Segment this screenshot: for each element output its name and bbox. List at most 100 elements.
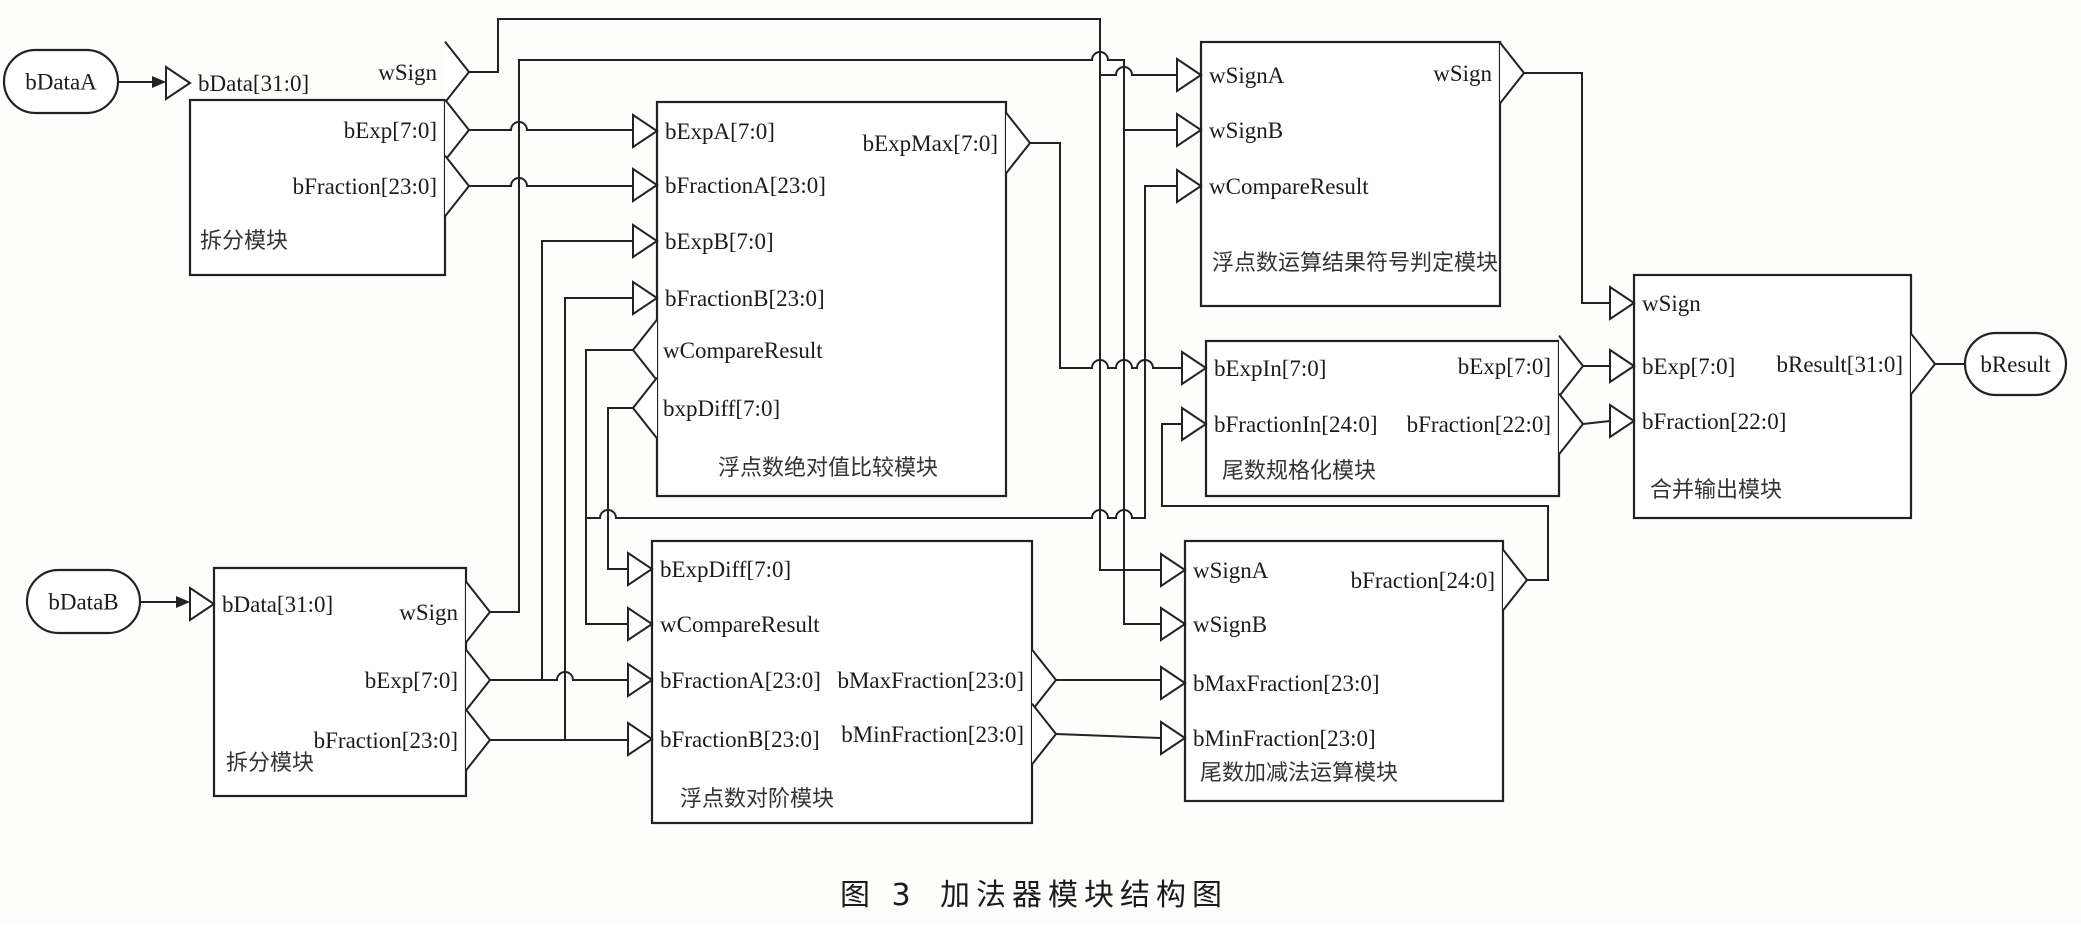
wire-4 [490, 51, 1161, 625]
module-box [655, 100, 1008, 498]
input-port-label: bExp[7:0] [1642, 354, 1735, 379]
output-port-label: bExp[7:0] [344, 118, 437, 143]
output-port-label: bFraction[22:0] [1407, 412, 1551, 437]
output-port-label: bFraction[24:0] [1351, 568, 1495, 593]
input-port-label: bFractionA[23:0] [665, 173, 826, 198]
input-port-icon [1160, 552, 1187, 588]
output-port-icon [1005, 111, 1032, 175]
output-port-icon [1502, 548, 1529, 612]
module-title: 尾数加减法运算模块 [1200, 761, 1398, 786]
module-align: bExpDiff[7:0] wCompareResult bFractionA[23… [627, 539, 1058, 825]
wire-7 [469, 177, 633, 187]
output-port-icon [1499, 41, 1526, 105]
input-port-icon [165, 65, 192, 101]
output-port-label: bxpDiff[7:0] [663, 396, 780, 421]
modules-layer: bData[31:0] wSign bExp[7:0] bFraction[23:0]… [165, 40, 1937, 825]
caption-number: 图 3 [840, 878, 917, 913]
input-port-label: bFractionIn[24:0] [1214, 412, 1378, 437]
output-port-icon [444, 154, 471, 218]
input-port-icon [1176, 168, 1203, 204]
module-title: 拆分模块 [226, 751, 314, 776]
module-box [188, 98, 447, 277]
module-box [1204, 339, 1561, 498]
input-port-icon [1176, 112, 1203, 148]
module-box [650, 539, 1034, 825]
wire-10 [542, 671, 628, 681]
module-box [1199, 40, 1502, 308]
figure-caption: 图 3 加法器模块结构图 [840, 878, 1228, 913]
terminal-bdataa: bDataA [2, 48, 120, 115]
output-port-label: wSign [378, 60, 437, 85]
output-port-icon [444, 98, 471, 162]
module-box [1632, 273, 1913, 520]
wire-8 [490, 240, 633, 681]
terminal-bdatab: bDataB [25, 568, 142, 635]
input-port-label: bFractionB[23:0] [665, 286, 825, 311]
module-title: 浮点数绝对值比较模块 [718, 456, 938, 481]
input-port-icon [1181, 406, 1208, 442]
wires-layer [118, 18, 1965, 741]
input-port-label: bData[31:0] [222, 592, 333, 617]
output-port-icon [465, 708, 492, 772]
input-port-label: wSign [1642, 291, 1701, 316]
module-title: 浮点数运算结果符号判定模块 [1212, 251, 1498, 276]
input-port-icon [632, 280, 659, 316]
module-title: 浮点数对阶模块 [680, 787, 834, 812]
output-port-icon [1558, 392, 1585, 456]
module-box [1183, 539, 1505, 803]
input-port-label: bExpDiff[7:0] [660, 557, 791, 582]
input-port-icon [1176, 57, 1203, 93]
output-port-label: bExp[7:0] [1458, 354, 1551, 379]
output-port-icon [444, 40, 471, 104]
caption-text: 加法器模块结构图 [940, 878, 1228, 913]
output-port-label: bFraction[23:0] [293, 174, 437, 199]
input-port-label: wSignB [1209, 118, 1283, 143]
input-port-icon [627, 551, 654, 587]
input-port-icon [632, 113, 659, 149]
terminal-label: bDataB [48, 590, 118, 615]
input-port-label: bFraction[22:0] [1642, 409, 1786, 434]
terminal-shape [1963, 331, 2068, 397]
wire-9 [490, 297, 633, 741]
input-port-label: wCompareResult [660, 612, 820, 637]
output-port-icon [631, 376, 658, 440]
input-port-icon [1181, 350, 1208, 386]
wire-3 [1100, 66, 1177, 76]
input-port-label: bMinFraction[23:0] [1193, 726, 1376, 751]
module-title: 拆分模块 [200, 229, 288, 254]
input-port-icon [1160, 665, 1187, 701]
terminals-layer: bDataA bDataB bResult [2, 48, 2068, 635]
wire-20 [1582, 420, 1611, 425]
input-port-icon [1609, 403, 1636, 439]
input-port-label: wSignB [1193, 612, 1267, 637]
module-addsub: wSignAwSignBbMaxFraction[23:0]bMinFracti… [1160, 539, 1529, 803]
input-port-label: bFractionA[23:0] [660, 668, 821, 693]
input-port-label: bData[31:0] [198, 71, 309, 96]
input-port-icon [632, 223, 659, 259]
wire-2 [469, 18, 1161, 571]
input-port-label: bFractionB[23:0] [660, 727, 820, 752]
module-title: 尾数规格化模块 [1222, 459, 1376, 484]
module-compare: bExpA[7:0] bFractionA[23:0] bExpB[7:0] bFra… [631, 100, 1032, 498]
input-port-label: bExpA[7:0] [665, 119, 775, 144]
input-port-icon [627, 662, 654, 698]
wire-17 [1055, 733, 1162, 739]
wire-12 [585, 349, 633, 625]
input-port-label: bMaxFraction[23:0] [1193, 671, 1380, 696]
input-port-icon [1609, 285, 1636, 321]
terminal-label: bDataA [25, 70, 97, 95]
wire-15 [1030, 142, 1182, 369]
module-merge: wSignbExp[7:0]bFraction[22:0]bResult[31:… [1609, 273, 1937, 520]
output-port-icon [1910, 332, 1937, 396]
arrowhead-icon [176, 596, 190, 608]
input-port-label: wCompareResult [1209, 174, 1369, 199]
input-port-icon [627, 721, 654, 757]
output-port-label: wCompareResult [663, 338, 823, 363]
input-port-label: bExpB[7:0] [665, 229, 774, 254]
input-port-icon [632, 167, 659, 203]
input-port-icon [1160, 720, 1187, 756]
input-port-label: bExpIn[7:0] [1214, 356, 1326, 381]
terminal-bresult: bResult [1963, 331, 2068, 397]
